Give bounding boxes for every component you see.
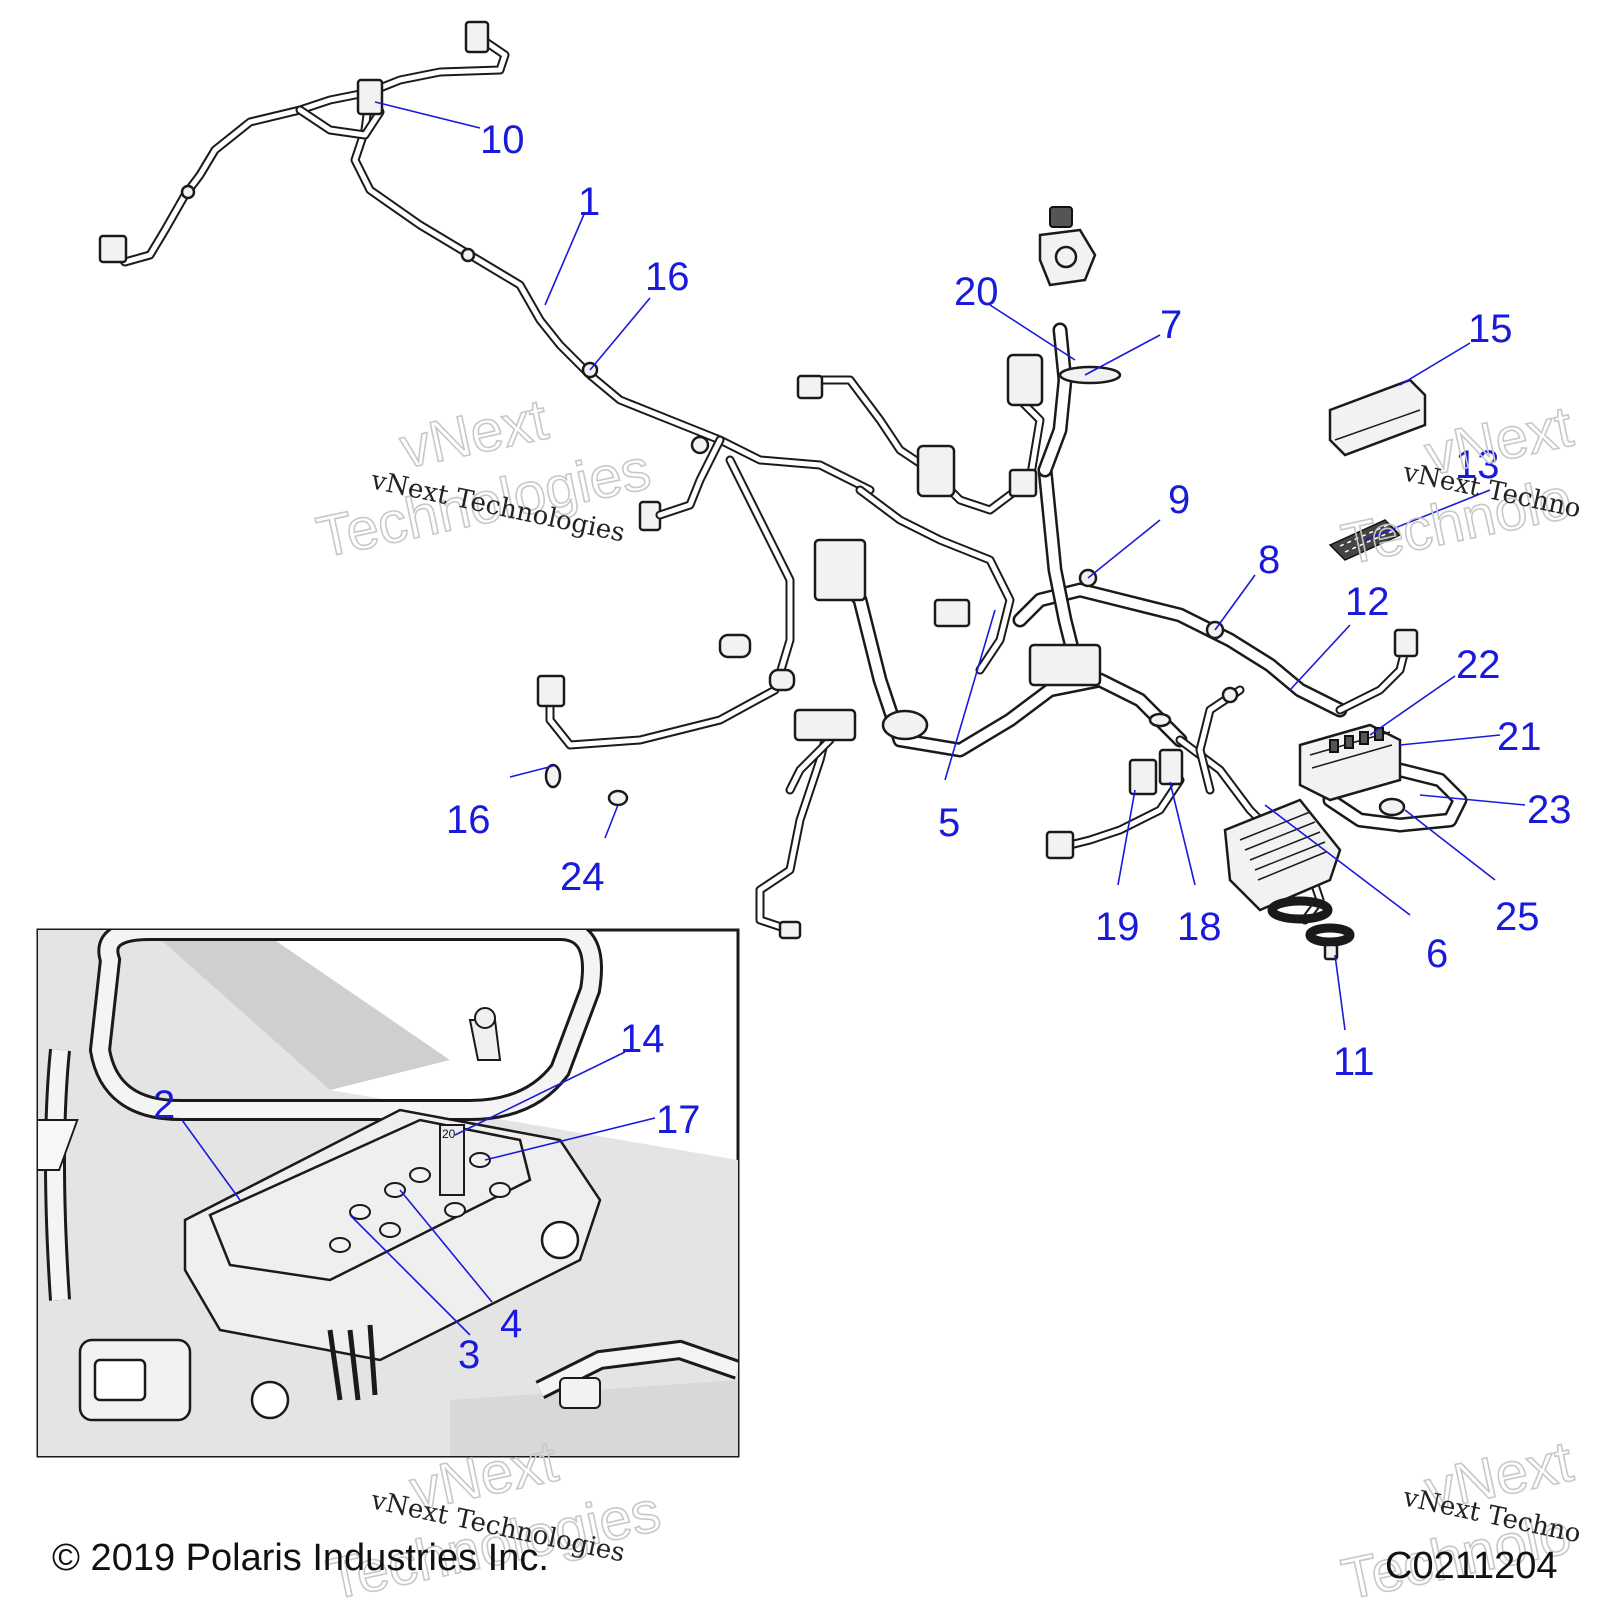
inset-fuse-label: 20 — [442, 1127, 456, 1141]
steering-sensor-connector — [796, 206, 1122, 498]
voltage-regulator — [1223, 798, 1355, 961]
fuse-box-cover — [1328, 378, 1427, 457]
left-harness-branch — [536, 455, 835, 940]
main-harness-drawing — [98, 20, 1468, 961]
callout-9: 9 — [1168, 478, 1190, 522]
callout-25: 25 — [1495, 895, 1540, 939]
callout-10: 10 — [480, 118, 525, 162]
callout-19: 19 — [1095, 905, 1140, 949]
front-harness-branch — [98, 20, 875, 532]
callout-1: 1 — [578, 180, 600, 224]
callout-22: 22 — [1456, 643, 1501, 687]
callout-2: 2 — [153, 1083, 175, 1127]
callout-12: 12 — [1345, 580, 1390, 624]
callout-20: 20 — [954, 270, 999, 314]
callout-4: 4 — [500, 1302, 522, 1346]
footer: © 2019 Polaris Industries Inc. C0211204 — [52, 1537, 1558, 1587]
fuse-box-detail-inset: 20 — [36, 928, 740, 1458]
callout-17: 17 — [656, 1098, 701, 1142]
callout-11: 11 — [1333, 1040, 1375, 1084]
callout-6: 6 — [1426, 932, 1448, 976]
center-harness-bundle — [815, 322, 1468, 925]
callout-14: 14 — [620, 1017, 665, 1061]
fuse-box — [1298, 723, 1402, 802]
callout-7: 7 — [1160, 303, 1182, 347]
leader-lines — [374, 101, 1526, 1031]
inset-leader-lines — [181, 1051, 656, 1336]
callout-3: 3 — [458, 1333, 480, 1377]
callout-23: 23 — [1527, 788, 1572, 832]
callout-5: 5 — [938, 801, 960, 845]
callout-16: 16 — [446, 798, 491, 842]
callout-8: 8 — [1258, 538, 1280, 582]
callout-16: 16 — [645, 255, 690, 299]
diagram-code: C0211204 — [1385, 1545, 1558, 1587]
callout-24: 24 — [560, 855, 605, 899]
copyright-text: © 2019 Polaris Industries Inc. — [52, 1537, 549, 1579]
callout-15: 15 — [1468, 307, 1513, 351]
callout-18: 18 — [1177, 905, 1222, 949]
callout-21: 21 — [1497, 715, 1542, 759]
central-components — [793, 538, 1184, 796]
callout-numbers: 1 10 16 16 20 7 15 13 9 8 12 22 21 23 25… — [153, 118, 1572, 1377]
callout-13: 13 — [1455, 443, 1500, 487]
